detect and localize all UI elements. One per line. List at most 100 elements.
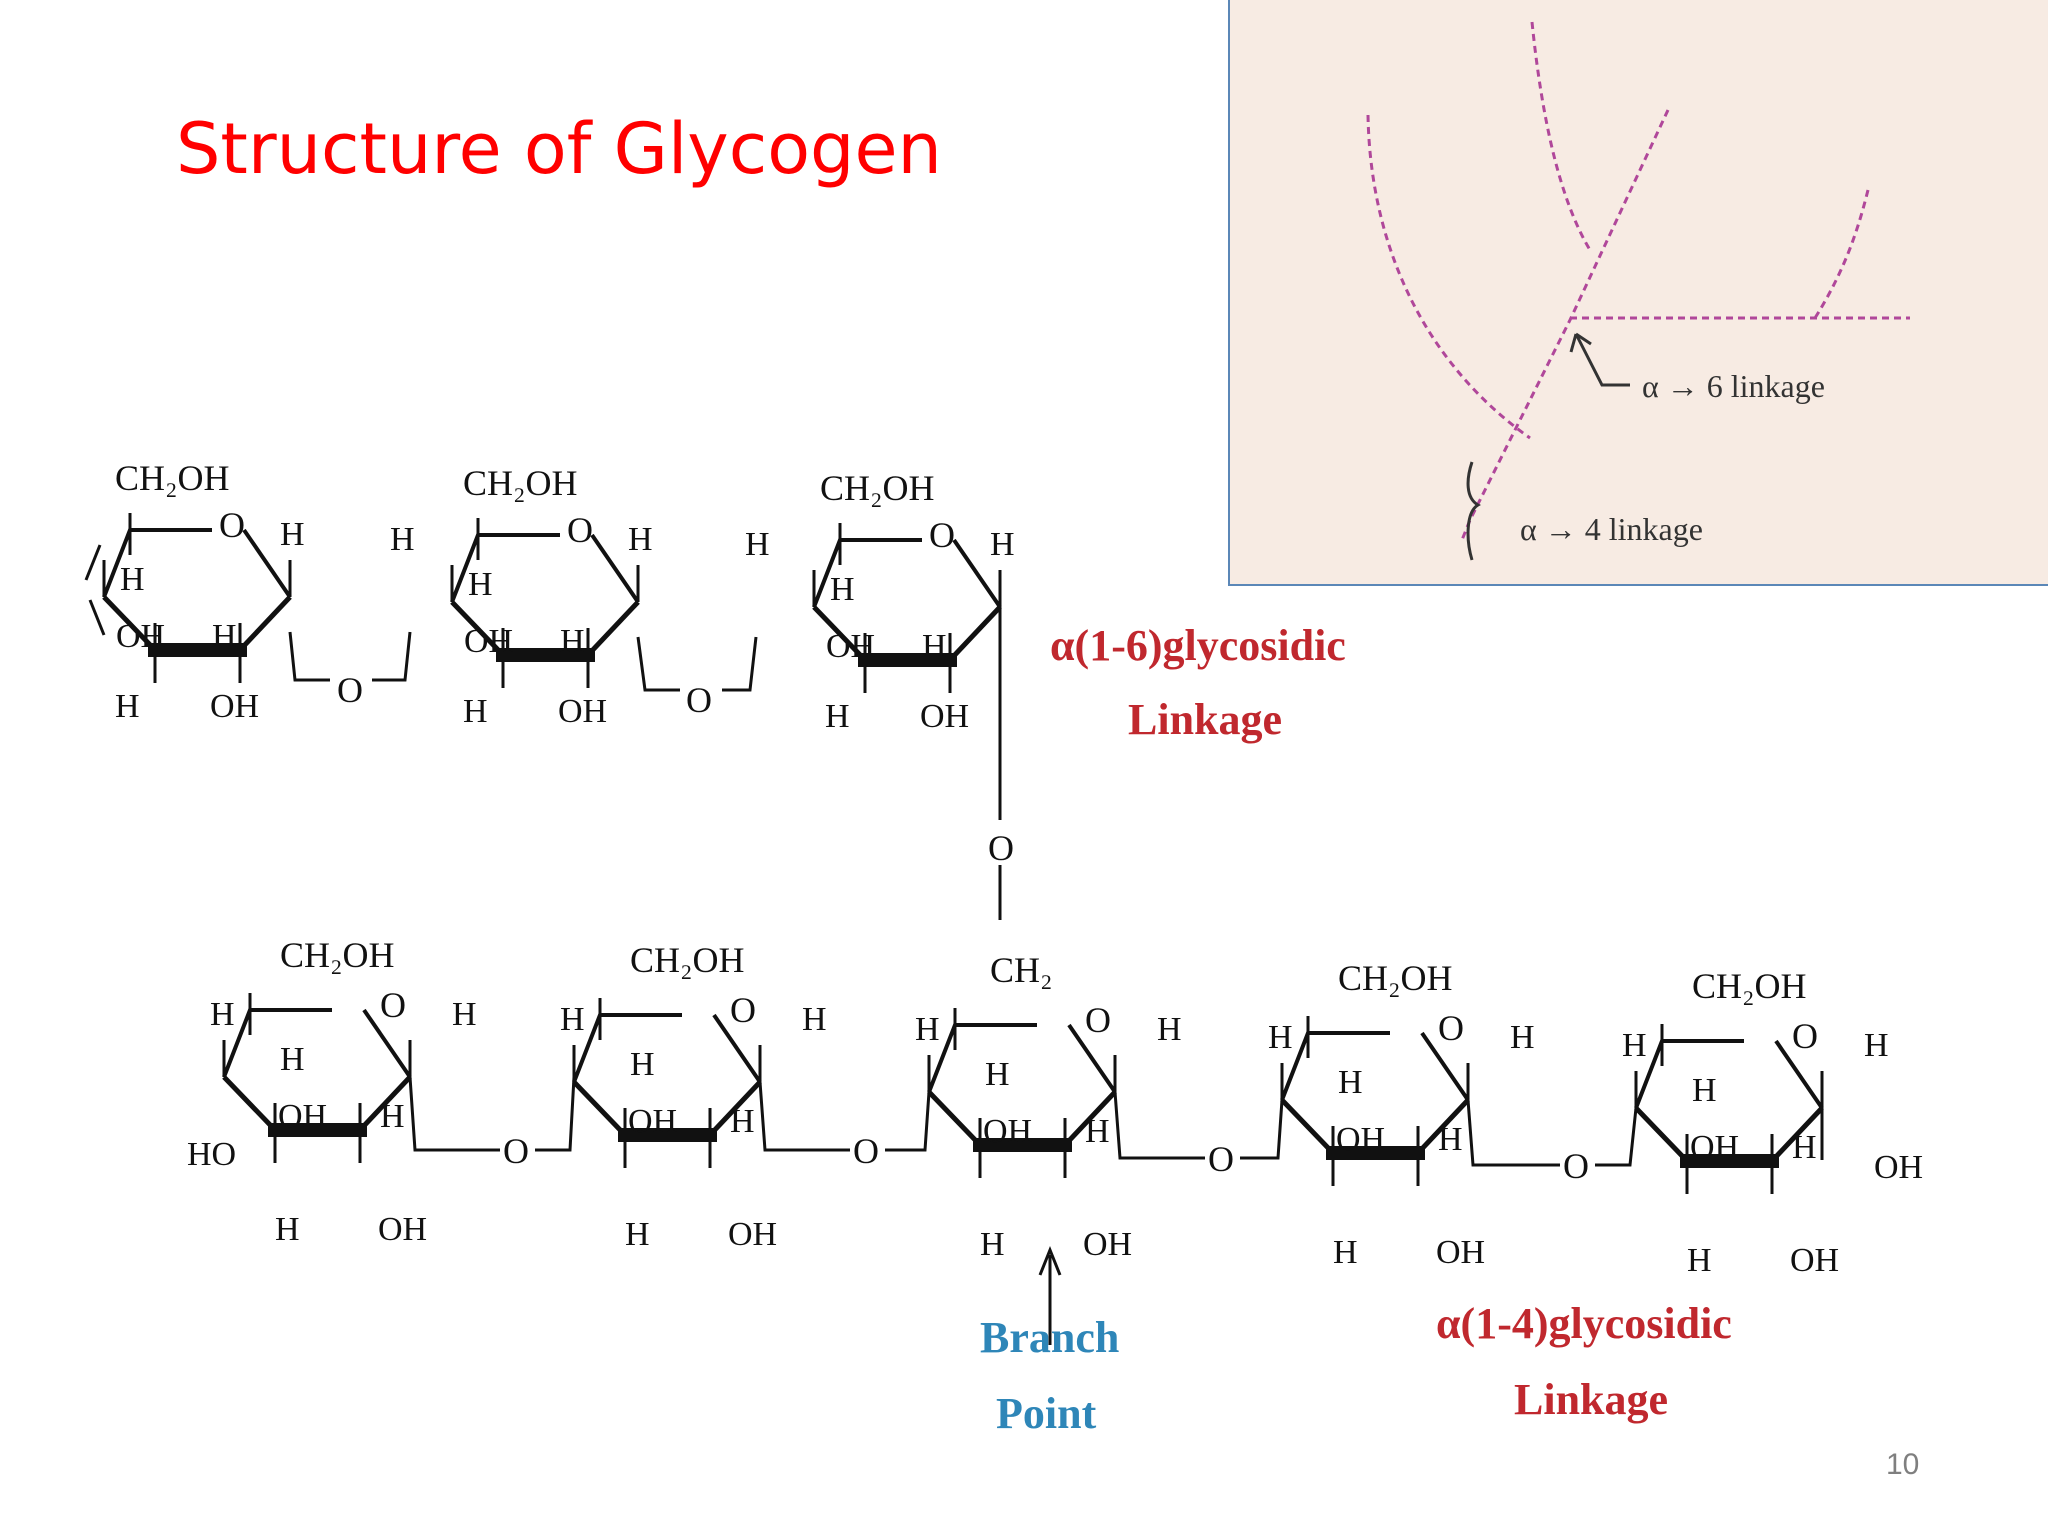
h-label: H <box>1510 1019 1535 1056</box>
glucose-ring-top-1: CH₂OH O H H OH H H OH <box>104 458 305 725</box>
h-label: H <box>1438 1121 1463 1158</box>
oh-label: OH <box>558 693 607 730</box>
bridge-oxygen: O <box>337 670 363 710</box>
h-label: H <box>830 571 855 608</box>
h-label: H <box>730 1103 755 1140</box>
alpha14-label-line1: α(1-4)glycosidic <box>1436 1299 1732 1348</box>
alpha14-label-line2: Linkage <box>1514 1375 1668 1424</box>
h-label: H <box>915 1011 940 1048</box>
glucose-ring-bottom-3-branch: CH₂ O H H H OH H H OH <box>915 950 1182 1263</box>
h-label: H <box>560 623 585 660</box>
dashed-chain-left-curve <box>1366 114 1531 440</box>
h-label: H <box>560 1001 585 1038</box>
arrow-6-linkage <box>1574 333 1630 387</box>
ch2oh-label: CH₂OH <box>630 940 745 980</box>
oh-label: OH <box>378 1211 427 1248</box>
ring-oxygen: O <box>1438 1008 1464 1048</box>
brace-4-linkage <box>1466 461 1481 561</box>
dashed-chain-top-curve <box>1530 21 1592 251</box>
h-label: H <box>990 526 1015 563</box>
ch2oh-label: CH₂OH <box>1338 958 1453 998</box>
h-label: H <box>1085 1113 1110 1150</box>
h-label: H <box>1622 1027 1647 1064</box>
ring-oxygen: O <box>380 985 406 1025</box>
oh-label: OH <box>210 688 259 725</box>
oh-label: OH <box>1083 1226 1132 1263</box>
oh-label: OH <box>1874 1149 1923 1186</box>
oh-label: OH <box>728 1216 777 1253</box>
ch2oh-label: CH₂OH <box>280 935 395 975</box>
h-label: H <box>120 561 145 598</box>
h-label: H <box>922 628 947 665</box>
glucose-ring-bottom-4: CH₂OH O H H H OH H H OH <box>1268 958 1535 1271</box>
alpha16-label-line2: Linkage <box>1128 695 1282 744</box>
oh-label: OH <box>983 1113 1032 1150</box>
h-label: H <box>825 698 850 735</box>
page-number: 10 <box>1886 1448 1920 1481</box>
oh-label: OH <box>116 618 165 655</box>
oh-label: OH <box>920 698 969 735</box>
h-label: H <box>630 1046 655 1083</box>
h-label: H <box>1792 1129 1817 1166</box>
h-label: H <box>980 1226 1005 1263</box>
ch2-label: CH₂ <box>990 950 1053 990</box>
glucose-ring-top-3: CH₂OH O H H H OH H H OH <box>745 468 1015 735</box>
ring-oxygen: O <box>929 515 955 555</box>
bridge-oxygen-branch: O <box>988 828 1014 868</box>
oh-label: OH <box>278 1098 327 1135</box>
slide-title: Structure of Glycogen <box>176 108 942 190</box>
oh-label: OH <box>1790 1242 1839 1279</box>
bridge-oxygen: O <box>1563 1146 1589 1186</box>
ring-oxygen: O <box>219 505 245 545</box>
h-label: H <box>468 566 493 603</box>
ring-oxygen: O <box>567 510 593 550</box>
h-label: H <box>1692 1072 1717 1109</box>
h-label: H <box>210 996 235 1033</box>
h-label: H <box>745 526 770 563</box>
h-label: H <box>452 996 477 1033</box>
h-label: H <box>625 1216 650 1253</box>
bridge-oxygen: O <box>686 680 712 720</box>
h-label: H <box>463 693 488 730</box>
ch2oh-label: CH₂OH <box>820 468 935 508</box>
bridge-oxygen: O <box>1208 1139 1234 1179</box>
oh-label: OH <box>1436 1234 1485 1271</box>
bridge-oxygen: O <box>503 1131 529 1171</box>
h-label: H <box>1864 1027 1889 1064</box>
h-label: H <box>985 1056 1010 1093</box>
h-label: H <box>275 1211 300 1248</box>
h-label: H <box>1157 1011 1182 1048</box>
bridge-oxygen: O <box>853 1131 879 1171</box>
h-label: H <box>212 618 237 655</box>
ring-oxygen: O <box>1792 1016 1818 1056</box>
glucose-ring-bottom-1: CH₂OH O H H H OH H HO H OH <box>187 935 477 1248</box>
h-label: H <box>1333 1234 1358 1271</box>
ch2oh-label: CH₂OH <box>463 463 578 503</box>
branch-point-label-line1: Branch <box>980 1313 1119 1362</box>
oh-label: OH <box>826 628 875 665</box>
dashed-chain-right-branch <box>1813 189 1870 319</box>
h-label: H <box>802 1001 827 1038</box>
h-label: H <box>280 1041 305 1078</box>
h-label: H <box>280 516 305 553</box>
alpha16-label-line1: α(1-6)glycosidic <box>1050 621 1346 670</box>
oh-label: OH <box>1690 1129 1739 1166</box>
glucose-ring-bottom-5: CH₂OH O H H H OH H OH H OH <box>1622 966 1923 1279</box>
h-label: H <box>115 688 140 725</box>
oh-label: OH <box>628 1103 677 1140</box>
h-label: H <box>628 521 653 558</box>
alpha4-linkage-label: α → 4 linkage <box>1520 511 1703 547</box>
alpha6-linkage-label: α → 6 linkage <box>1642 368 1825 404</box>
h-label: H <box>1338 1064 1363 1101</box>
oh-label: OH <box>1336 1121 1385 1158</box>
ring-oxygen: O <box>1085 1000 1111 1040</box>
glucose-ring-top-2: CH₂OH O H H H OH H H OH <box>390 463 653 730</box>
branch-point-label-line2: Point <box>996 1389 1097 1438</box>
ch2oh-label: CH₂OH <box>115 458 230 498</box>
glucose-ring-bottom-2: CH₂OH O H H H OH H H OH <box>560 940 827 1253</box>
h-label: H <box>380 1098 405 1135</box>
ch2oh-label: CH₂OH <box>1692 966 1807 1006</box>
oh-label: OH <box>464 623 513 660</box>
